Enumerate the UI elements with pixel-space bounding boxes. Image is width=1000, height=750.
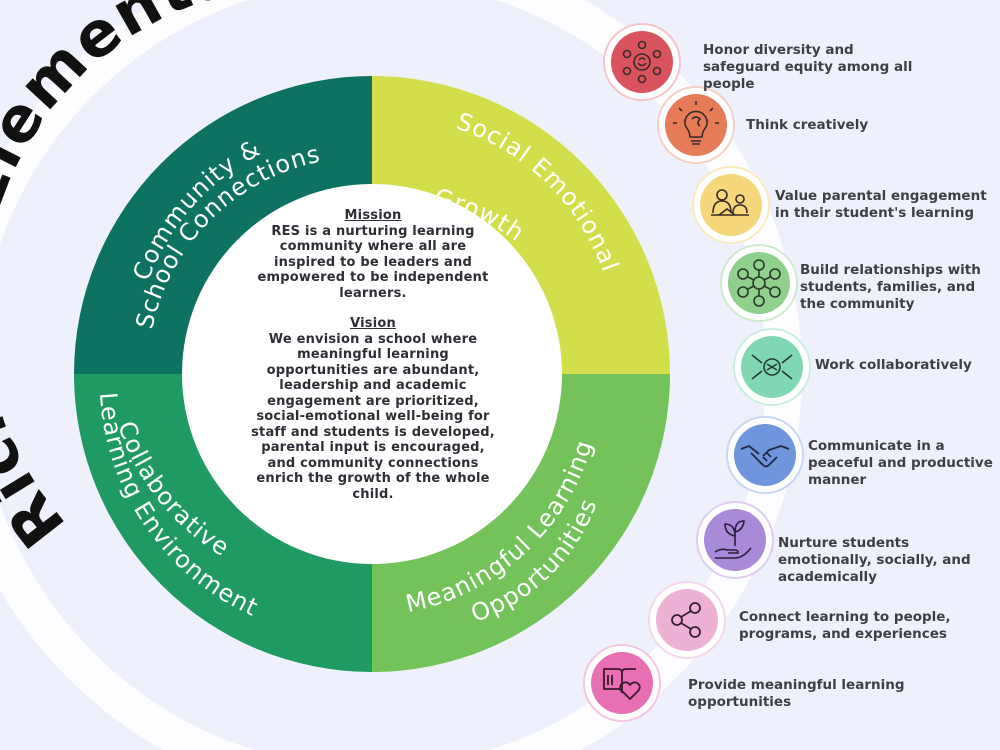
value-connect-learning: Connect learning to people, programs, an…: [739, 609, 951, 642]
book-heart-icon: [583, 644, 661, 722]
value-relationships: Build relationships with students, famil…: [800, 262, 981, 312]
spacer: [248, 301, 498, 316]
parent-child-reading-icon: [692, 166, 770, 244]
value-collaboration: Work collaboratively: [815, 357, 972, 373]
value-nurture: Nurture students emotionally, socially, …: [778, 535, 971, 585]
mission-text: RES is a nurturing learning community wh…: [257, 223, 489, 301]
value-parental-engagement: Value parental engagement in their stude…: [775, 188, 987, 221]
share-nodes-icon: [648, 581, 726, 659]
mission-heading: Mission: [344, 208, 402, 223]
sprout-hand-icon: [696, 501, 774, 579]
network-people-icon: [720, 244, 798, 322]
lightbulb-brain-icon: [657, 86, 735, 164]
value-diversity: Honor diversity and safeguard equity amo…: [703, 42, 913, 92]
vision-heading: Vision: [350, 316, 396, 331]
value-think-creatively: Think creatively: [746, 117, 869, 133]
value-communicate: Communicate in a peaceful and productive…: [808, 438, 993, 488]
value-meaningful-learning: Provide meaningful learning opportunitie…: [688, 677, 905, 710]
vision-text: We envision a school where meaningful le…: [251, 331, 495, 502]
center-circle: [182, 184, 562, 564]
handshake-icon: [726, 416, 804, 494]
collaboration-hands-icon: [733, 328, 811, 406]
diversity-icon: [603, 23, 681, 101]
mission-vision-block: Mission RES is a nurturing learning comm…: [248, 208, 498, 502]
